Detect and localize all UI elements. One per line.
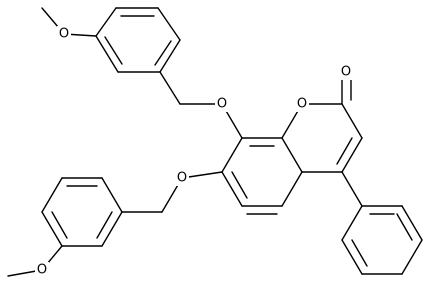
coumarin-benzo-ring: [221, 137, 303, 215]
bond-ring-ch2-top: [159, 71, 181, 105]
svg-text:O: O: [341, 65, 351, 80]
svg-text:O: O: [177, 171, 187, 186]
pyrone-ring: [281, 103, 363, 173]
atom-o-carbonyl: O: [339, 64, 353, 80]
svg-text:O: O: [37, 263, 47, 278]
atom-o-methoxy-top: O: [57, 26, 71, 42]
atom-o-ring: O: [295, 96, 309, 112]
svg-text:O: O: [59, 27, 69, 42]
bottom-benzene-ring: [41, 177, 123, 247]
atom-o-benzyloxy-8: O: [215, 96, 229, 112]
atom-o-methoxy-bottom: O: [35, 262, 49, 278]
phenyl-ring: [341, 205, 423, 275]
bond-c4-phenyl: [341, 171, 363, 207]
top-benzene-ring: [95, 7, 181, 73]
atom-o-benzyloxy-7: O: [175, 170, 189, 186]
svg-text:O: O: [217, 97, 227, 112]
svg-text:O: O: [297, 97, 307, 112]
